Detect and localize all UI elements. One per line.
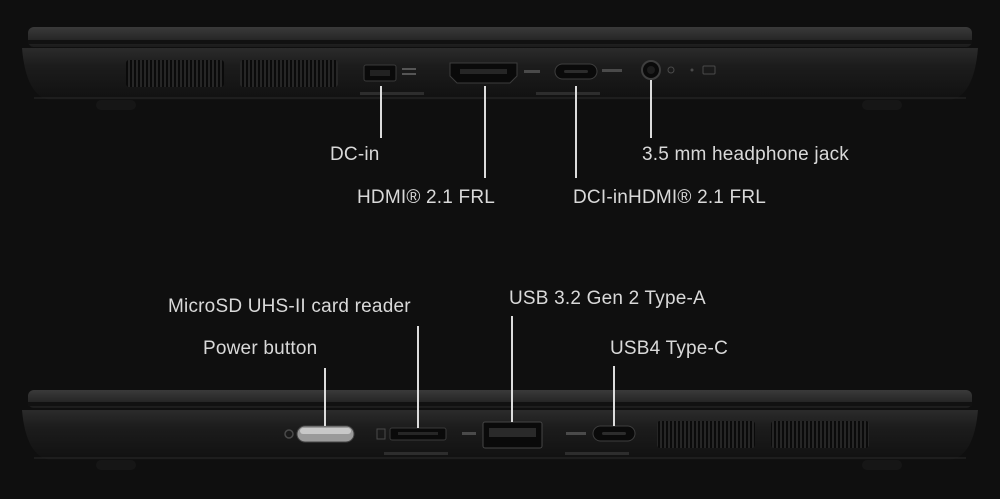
label-usbc: DCI-inHDMI® 2.1 FRL [573,187,767,208]
usb-c-port [554,63,598,80]
dc-in-port [363,64,397,82]
dc-power-icon [402,68,416,75]
bottom-callout-lines [324,316,615,428]
bottom-vent-1 [657,421,755,448]
hdmi-port [449,62,518,84]
label-dc-in: DC-in [330,144,380,165]
top-vent-1 [126,60,224,87]
sd-card-icon [376,428,386,440]
thunderbolt-usb4-icon [566,432,586,435]
top-callout-lines [380,80,652,178]
power-icon [284,429,294,439]
usb-icon [462,432,476,435]
label-hdmi: HDMI® 2.1 FRL [357,187,496,208]
microsd-slot [389,427,447,441]
hdmi-text-icon [524,70,540,73]
label-power-button: Power button [203,338,318,359]
label-usba: USB 3.2 Gen 2 Type-A [509,288,706,309]
usb4-port [592,425,636,442]
usb-c-icon [602,69,622,72]
top-vent-2 [240,60,338,87]
power-button [296,425,355,443]
headphone-icon [667,65,716,75]
bottom-vent-2 [771,421,869,448]
label-usb4: USB4 Type-C [610,338,729,359]
laptop-right-side [22,390,978,470]
label-microsd: MicroSD UHS-II card reader [168,296,411,317]
headphone-jack [641,60,661,80]
usb-a-port [482,421,543,449]
label-headphone-jack: 3.5 mm headphone jack [642,144,849,165]
laptop-left-side [22,27,978,110]
